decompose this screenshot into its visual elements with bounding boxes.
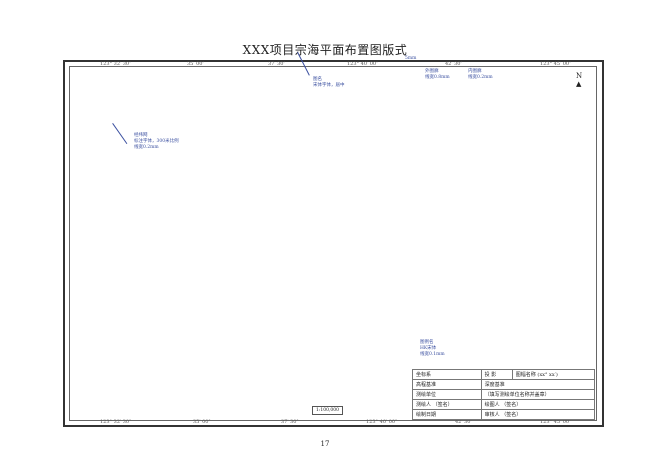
map-title-note: 图名宋体字体，居中 [313, 77, 345, 88]
inner-frame-note: 内图廓线宽0.2mm [468, 69, 493, 80]
inner-frame [69, 66, 597, 421]
top-tick: 123° 45′ 00″ [540, 61, 571, 67]
grid-note: 经纬网标注字体，300米比例线宽0.2mm [134, 133, 179, 150]
bottom-tick: 123° 45′ 00″ [540, 419, 571, 425]
top-tick: 123° 32′ 30″ [100, 61, 131, 67]
table-row: 高程基准深度基准 [412, 379, 596, 390]
document-title: XXX项目宗海平面布置图版式 [242, 43, 408, 57]
bottom-tick: 123° 40′ 00″ [366, 419, 397, 425]
bottom-tick: 123° 32′ 30″ [100, 419, 131, 425]
outer-frame-note: 外图廓线宽0.8mm [425, 69, 450, 80]
outer-frame [63, 60, 604, 427]
table-row: 测绘人 （签名）绘图人 （签名） [412, 399, 596, 410]
top-tick: 42′ 30″ [445, 61, 463, 67]
bottom-tick: 42′ 30″ [455, 419, 473, 425]
dim-note: 5mm [405, 56, 417, 61]
north-arrow-icon: N▲ [576, 72, 583, 88]
top-tick: 37′ 30″ [268, 61, 286, 67]
top-tick: 123° 40′ 00″ [347, 61, 378, 67]
bottom-tick: 37′ 30″ [281, 419, 299, 425]
bottom-tick: 35′ 00″ [193, 419, 211, 425]
table-row: 坐标系投 影图幅名称 (xx° xx′) [412, 369, 596, 380]
table-row: 绘制日期审核人 （签名） [412, 409, 596, 420]
table-row: 测绘单位（填写测绘单位名称并盖章） [412, 389, 596, 400]
scale-label: 1:100,000 [312, 406, 343, 415]
title-block-table: 坐标系投 影图幅名称 (xx° xx′) 高程基准深度基准 测绘单位（填写测绘单… [412, 369, 596, 420]
top-tick: 35′ 00″ [187, 61, 205, 67]
page-number: 17 [320, 440, 330, 448]
